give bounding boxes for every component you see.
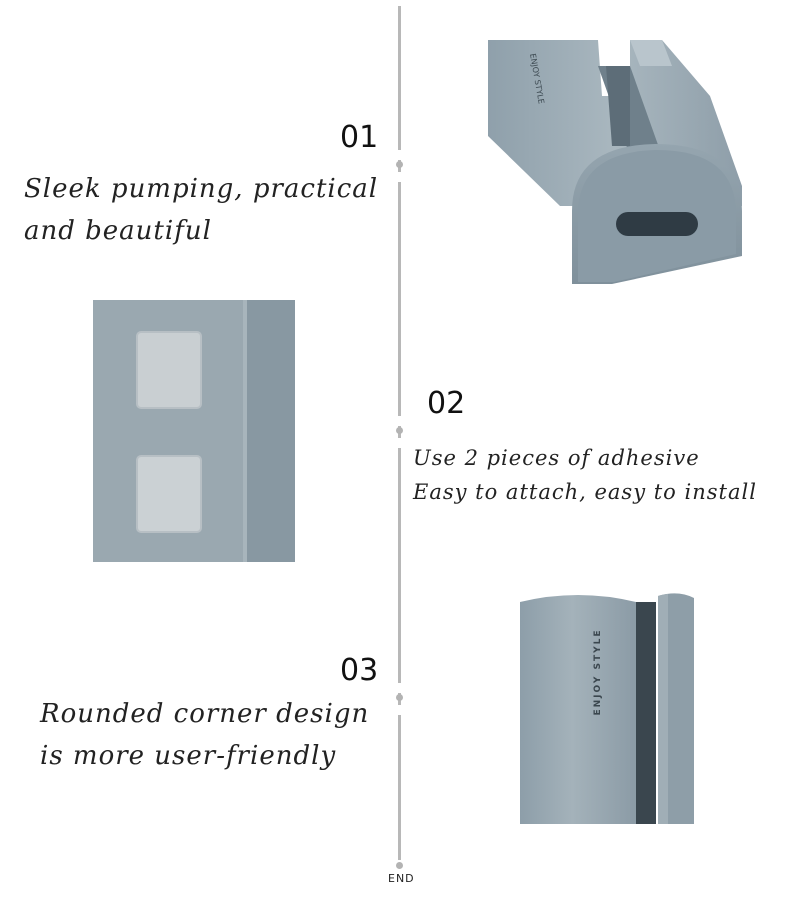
step-caption-02-line2: Easy to attach, easy to install [413, 480, 757, 504]
timeline-gap [396, 683, 403, 693]
step-caption-01-line2: and beautiful [24, 216, 212, 246]
product-photo-adhesive [93, 300, 295, 562]
end-label: END [388, 872, 415, 885]
timeline-gap [396, 172, 403, 182]
step-caption-03-line1: Rounded corner design [40, 699, 370, 729]
timeline-dot-01 [396, 161, 403, 168]
timeline-gap [396, 438, 403, 448]
timeline-gap [396, 150, 403, 160]
step-caption-03-line2: is more user-friendly [40, 741, 337, 771]
product-photo-side-view: ENJOY STYLE [520, 593, 694, 824]
step-caption-01-line1: Sleek pumping, practical [24, 174, 379, 204]
timeline-gap [396, 705, 403, 715]
product-brand-print: ENJOY STYLE [593, 628, 603, 715]
step-number-03: 03 [340, 653, 379, 688]
timeline-dot-02 [396, 427, 403, 434]
step-caption-02: Use 2 pieces of adhesive Easy to attach,… [413, 441, 757, 509]
product-photo-top-view: ENJOY STYLE [488, 40, 742, 284]
step-number-01: 01 [340, 120, 379, 155]
timeline-dot-end [396, 862, 403, 869]
step-caption-03: Rounded corner design is more user-frien… [40, 693, 369, 777]
timeline-gap [396, 416, 403, 426]
timeline-dot-03 [396, 694, 403, 701]
step-caption-01: Sleek pumping, practical and beautiful [24, 168, 378, 252]
adhesive-pad-icon [136, 331, 202, 409]
adhesive-pad-icon [136, 455, 202, 533]
step-number-02: 02 [427, 386, 466, 421]
step-caption-02-line1: Use 2 pieces of adhesive [413, 446, 700, 470]
